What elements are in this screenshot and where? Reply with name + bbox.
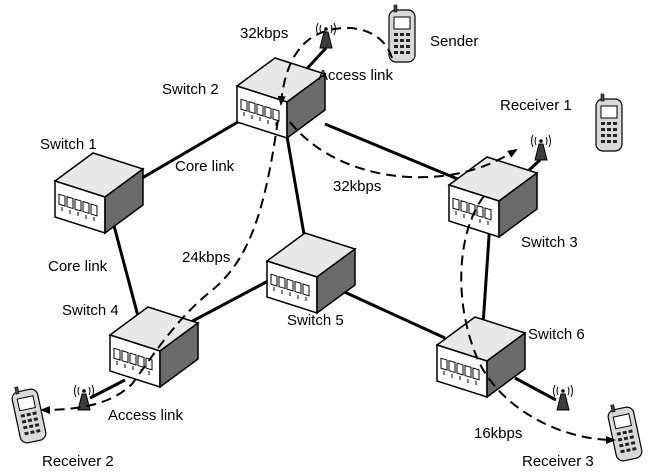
core-link-switch1-switch4 [111, 221, 141, 321]
link-switch3-switch6 [481, 221, 492, 326]
antenna-receiver1-icon [531, 134, 551, 161]
rate-receiver3-label: 16kbps [474, 425, 522, 442]
core-link-top-label: Core link [175, 158, 235, 175]
sender-phone-icon [388, 4, 416, 63]
access-link-switch4-antenna [89, 378, 126, 400]
switch-4-label: Switch 4 [62, 302, 119, 319]
receiver-1-label: Receiver 1 [500, 97, 572, 114]
receiver-3-label: Receiver 3 [522, 453, 594, 470]
multicast-flows [40, 26, 616, 444]
receiver3-phone-icon [605, 400, 644, 463]
receiver2-phone-icon [9, 382, 48, 445]
receiver1-phone-icon [595, 93, 623, 152]
link-switch2-switch5 [283, 124, 307, 241]
switch-1-label: Switch 1 [40, 136, 97, 153]
solid-links [89, 46, 557, 402]
core-link-left-label: Core link [48, 258, 108, 275]
flow-sender-to-switch2 [277, 26, 393, 106]
flow-switch2-to-receiver2 [40, 119, 279, 414]
switch-6-icon [436, 316, 526, 398]
access-link-switch6-antenna [514, 376, 557, 402]
link-switch2-switch3 [324, 122, 461, 182]
receiver-2-label: Receiver 2 [42, 453, 114, 470]
rate-sender-label: 32kbps [240, 25, 288, 42]
access-link-bottom-label: Access link [108, 407, 184, 424]
link-switch5-switch6 [339, 288, 446, 340]
flow-switch2-to-receiver1 [289, 121, 518, 179]
switch-6-label: Switch 6 [528, 326, 585, 343]
core-link-switch1-switch2 [124, 110, 256, 190]
rate-switch2-4-label: 24kbps [182, 249, 230, 266]
rate-switch2-3-label: 32kbps [333, 178, 381, 195]
switch-2-label: Switch 2 [162, 81, 219, 98]
switch-5-label: Switch 5 [287, 312, 344, 329]
access-link-top-label: Access link [318, 67, 394, 84]
switch-4-icon [109, 306, 199, 388]
switch-1-icon [54, 152, 144, 234]
switch-3-label: Switch 3 [521, 234, 578, 251]
antenna-sender-icon [316, 22, 336, 49]
switch-5-icon [266, 232, 356, 314]
switch-3-icon [448, 156, 538, 238]
sender-label: Sender [430, 33, 478, 50]
antenna-receiver3-icon [553, 384, 573, 411]
